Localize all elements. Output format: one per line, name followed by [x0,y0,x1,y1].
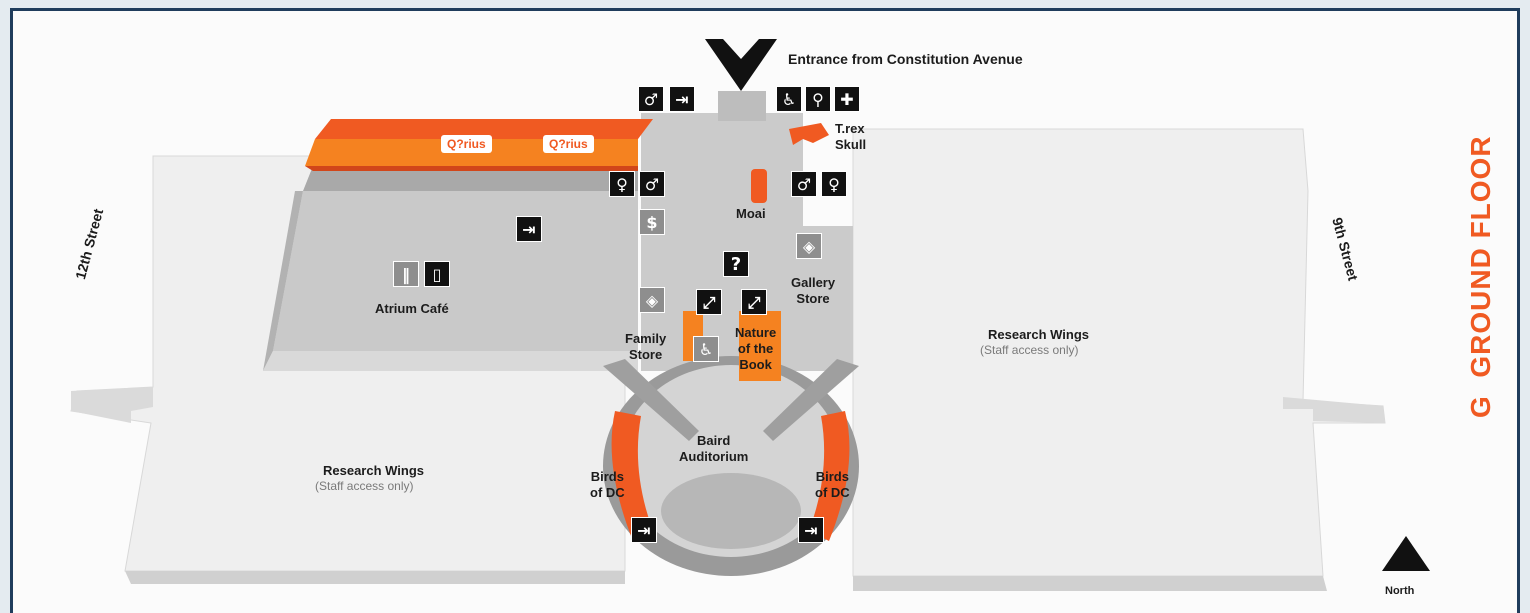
store-icon: ◈ [796,233,822,259]
atrium-floor [273,191,638,351]
first-aid-icon: ✚ [834,86,860,112]
atrium-west-wall [263,191,303,371]
auditorium-stage [661,473,801,549]
trash-icon: ▯ [424,261,450,287]
east-notch [1283,397,1385,423]
staff-access-note-west: (Staff access only) [315,479,414,493]
man-restroom-icon: ♂ [791,171,817,197]
north-label: North [1385,585,1415,597]
staff-access-note-east: (Staff access only) [980,343,1079,357]
woman-restroom-icon: ♀ [821,171,847,197]
exit-icon: ⇥ [798,517,824,543]
auditorium-ramp-left [603,359,699,441]
floor-plan-drawing [70,39,1430,591]
wheelchair-icon: ♿ [776,86,802,112]
escalator-icon: ⤢ [741,289,767,315]
qrius-band-top [315,119,653,139]
entrance-arrow [705,39,777,91]
escalator-icon: ⤢ [696,289,722,315]
store-icon: ◈ [639,287,665,313]
floor-map-panel: Entrance from Constitution Avenue Q?rius… [10,8,1520,613]
floor-letter: G [1465,395,1496,418]
moai-icon [751,169,767,203]
east-wing-lower-face [853,576,1327,591]
entrance-vestibule [718,91,766,121]
east-research-wing [852,128,1386,577]
atrium-back-wall [303,166,638,191]
man-restroom-icon: ♂ [639,171,665,197]
exit-icon: ⇥ [631,517,657,543]
research-wings-label-west: Research Wings [323,463,425,478]
north-arrow [1382,536,1430,571]
exit-icon: ⇥ [669,86,695,112]
nature-of-the-book-label: Nature of the Book [735,325,777,372]
auditorium-ramp-right [763,359,859,441]
woman-restroom-icon: ♀ [609,171,635,197]
moai-label: Moai [736,206,766,221]
exit-icon: ⇥ [516,216,542,242]
birds-gallery-right [809,411,850,541]
west-wing-lower-face [125,571,625,584]
family-store-label: Family Store [625,331,667,362]
trex-skull-icon [789,123,829,145]
trex-skull-label: T.rex Skull [835,121,867,152]
atrium-cafe-label: Atrium Café [375,301,449,316]
gallery-store-label: Gallery Store [791,275,836,306]
man-restroom-icon: ♂ [638,86,664,112]
nature-book-accent [739,311,781,381]
information-icon: ? [723,251,749,277]
research-wings-label-east: Research Wings [988,327,1090,342]
atm-icon: $ [639,209,665,235]
west-notch [71,387,153,423]
atrium-front-edge [263,351,638,371]
birds-gallery-left [611,411,653,541]
stroller-icon: ⚲ [805,86,831,112]
birds-of-dc-label: Birds of DC [590,469,625,500]
wheelchair-icon: ♿ [693,336,719,362]
floor-title: G GROUND FLOOR [1465,135,1496,418]
birds-of-dc-label: Birds of DC [815,469,850,500]
baird-auditorium-label: Baird Auditorium [679,433,749,464]
food-icon: ‖ [393,261,419,287]
qrius-logo: Q?rius [441,135,492,153]
entrance-label: Entrance from Constitution Avenue [788,51,1023,67]
floor-name: GROUND FLOOR [1465,135,1496,378]
qrius-logo: Q?rius [543,135,594,153]
qrius-band-shade [305,166,638,171]
